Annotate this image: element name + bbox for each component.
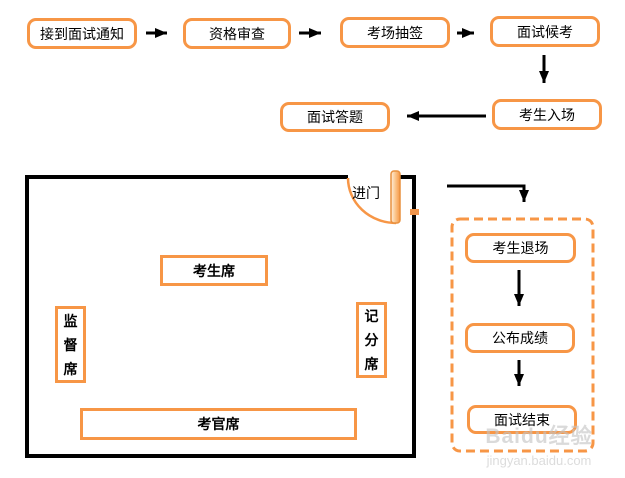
flow-node-waiting-label: 面试候考 — [517, 23, 573, 40]
seat-scorer-label: 记分席 — [364, 308, 379, 372]
seat-examiner-label: 考官席 — [197, 416, 240, 432]
flow-node-lottery: 考场抽签 — [340, 17, 450, 48]
flow-node-exit: 考生退场 — [465, 233, 576, 263]
flow-node-review-label: 资格审查 — [209, 25, 265, 42]
flow-node-answer: 面试答题 — [280, 102, 390, 132]
door-latch-mark — [410, 209, 419, 215]
flow-node-notice-label: 接到面试通知 — [40, 25, 124, 42]
flow-node-waiting: 面试候考 — [490, 16, 600, 47]
flow-node-finish: 面试结束 — [467, 405, 577, 434]
seat-candidate: 考生席 — [160, 255, 268, 286]
flow-node-enter: 考生入场 — [492, 99, 602, 130]
seat-candidate-label: 考生席 — [193, 262, 235, 279]
flow-node-results: 公布成绩 — [465, 323, 575, 353]
seat-examiner: 考官席 — [80, 408, 357, 440]
door-panel — [390, 170, 401, 224]
flow-node-results-label: 公布成绩 — [492, 330, 548, 346]
flow-node-notice: 接到面试通知 — [27, 18, 137, 49]
arrow-room-to-exit — [447, 184, 529, 202]
seat-scorer: 记分席 — [356, 302, 387, 378]
door-swing-arc — [346, 177, 397, 225]
seat-supervisor: 监督席 — [55, 306, 86, 383]
door-label: 进门 — [352, 185, 380, 201]
flow-node-lottery-label: 考场抽签 — [367, 24, 423, 41]
flow-node-enter-label: 考生入场 — [519, 106, 575, 123]
flow-node-answer-label: 面试答题 — [307, 109, 363, 125]
flow-node-finish-label: 面试结束 — [494, 411, 550, 428]
seat-supervisor-label: 监督席 — [63, 312, 78, 377]
end-sequence-dashed-box — [450, 217, 595, 453]
flow-node-review: 资格审查 — [183, 18, 291, 49]
flow-node-exit-label: 考生退场 — [492, 240, 549, 256]
